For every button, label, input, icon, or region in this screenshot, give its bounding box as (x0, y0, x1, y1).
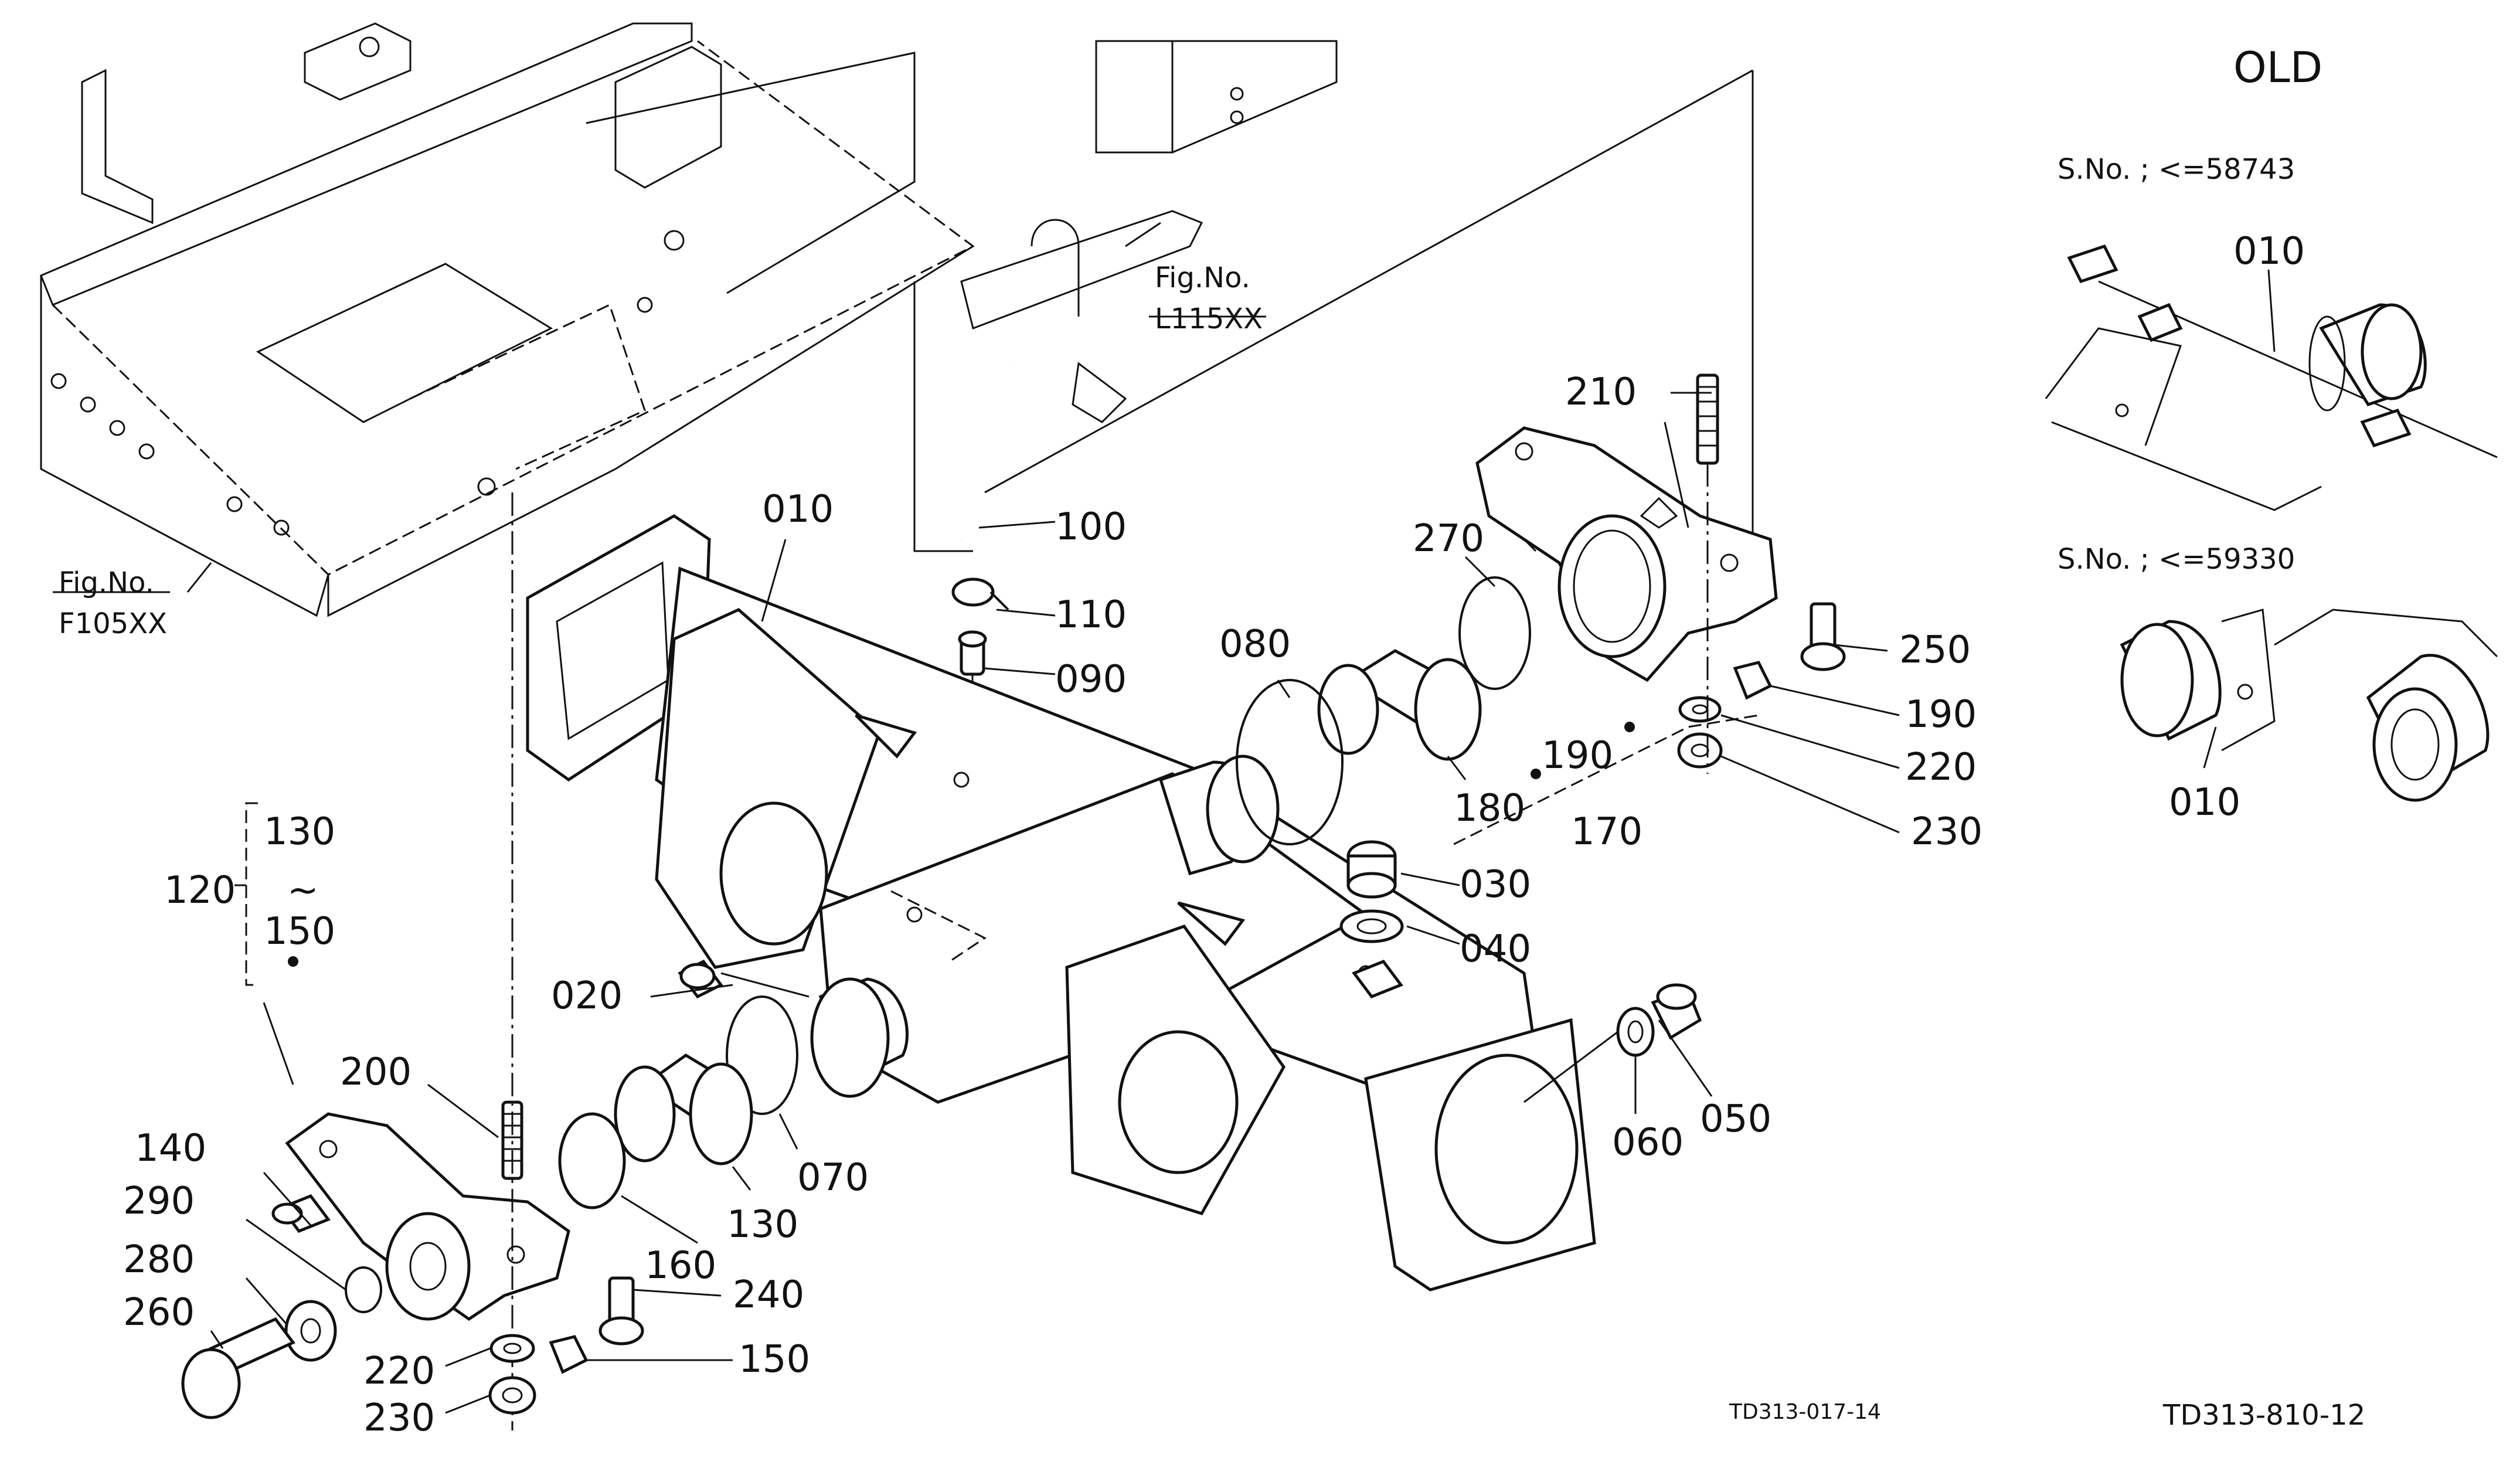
callout-200[interactable]: 200 (340, 1051, 412, 1094)
fig-ref-f105xx-line1: Fig.No. (59, 566, 154, 599)
axle-housing-010 (526, 514, 1596, 1292)
callout-tilde: ~ (287, 869, 319, 912)
front-bracket-170 (1475, 426, 1778, 682)
breather-bracket (960, 210, 1203, 423)
o-ring-080 (1236, 679, 1344, 845)
drawing-ref-main: TD313-810-12 (2162, 1399, 2365, 1432)
nut-280 (284, 1300, 337, 1362)
callout-210[interactable]: 210 (1565, 371, 1637, 414)
inset-top-callout-010[interactable]: 010 (2233, 230, 2305, 273)
inset-top-serial: S.No. ; <=58743 (2058, 153, 2295, 186)
bolt-260 (181, 1317, 295, 1419)
nut-230a (488, 1376, 536, 1415)
washer-060 (1616, 1007, 1655, 1057)
callout-230-right[interactable]: 230 (1911, 810, 1982, 854)
stud-210 (1696, 373, 1719, 465)
drawing-ref-small: TD313-017-14 (1729, 1400, 1881, 1424)
callout-140[interactable]: 140 (135, 1127, 206, 1170)
callout-280[interactable]: 280 (123, 1238, 195, 1282)
callout-250[interactable]: 250 (1899, 628, 1971, 672)
callout-020[interactable]: 020 (551, 974, 623, 1018)
callout-110[interactable]: 110 (1055, 593, 1127, 637)
inset-top: S.No. ; <=58743 010 (2045, 153, 2498, 511)
callout-010[interactable]: 010 (762, 488, 834, 531)
bushing-180 (1317, 649, 1482, 761)
callout-030[interactable]: 030 (1460, 863, 1531, 906)
washer-220b (1678, 696, 1722, 723)
callout-150-group[interactable]: 150 (264, 910, 335, 953)
fig-ref-f105xx-line2: F105XX (59, 607, 167, 640)
leader-lines (186, 222, 1900, 1414)
callout-180[interactable]: 180 (1454, 787, 1525, 830)
fig-ref-l115xx-line2: L115XX (1155, 303, 1263, 335)
inset-bottom-callout-010[interactable]: 010 (2169, 781, 2240, 824)
callout-150[interactable]: 150 (739, 1338, 810, 1381)
fitting-190 (1733, 661, 1773, 700)
callout-170[interactable]: 170 (1571, 810, 1642, 854)
callout-100[interactable]: 100 (1055, 505, 1127, 549)
o-ring-290 (345, 1266, 382, 1313)
fig-ref-f105xx[interactable]: Fig.No. F105XX (53, 566, 170, 640)
callout-130[interactable]: 130 (727, 1203, 798, 1246)
clamp-110 (951, 577, 1009, 611)
callout-270[interactable]: 270 (1413, 517, 1484, 560)
bushing-130 (614, 1054, 753, 1165)
callout-060[interactable]: 060 (1612, 1121, 1684, 1164)
callout-050[interactable]: 050 (1700, 1097, 1771, 1141)
fig-ref-l115xx[interactable]: Fig.No. L115XX (1149, 261, 1266, 335)
callout-230-left[interactable]: 230 (363, 1396, 435, 1440)
callout-220-left[interactable]: 220 (363, 1350, 435, 1393)
callout-120[interactable]: 120 (164, 869, 236, 912)
fig-ref-l115xx-line1: Fig.No. (1155, 261, 1250, 294)
plug-050 (1651, 983, 1702, 1040)
callout-080[interactable]: 080 (1219, 623, 1291, 666)
frame-assembly (40, 22, 1338, 617)
callout-090[interactable]: 090 (1055, 658, 1127, 701)
seal-160 (558, 1112, 626, 1209)
callout-070[interactable]: 070 (797, 1156, 869, 1199)
fitting-150 (549, 1335, 589, 1374)
fitting-090 (958, 630, 987, 676)
callout-160[interactable]: 160 (645, 1244, 716, 1287)
inset-bottom: S.No. ; <=59330 010 (2058, 543, 2498, 824)
o-ring-070 (726, 995, 798, 1115)
callout-260[interactable]: 260 (123, 1291, 195, 1334)
inset-bottom-serial: S.No. ; <=59330 (2058, 543, 2295, 576)
callout-240[interactable]: 240 (733, 1273, 804, 1317)
callout-labels: 010 020 030 040 050 060 070 080 090 100 … (123, 371, 1982, 1440)
old-title: OLD (2233, 43, 2322, 92)
nut-230b (1677, 732, 1723, 769)
callout-220-right[interactable]: 220 (1905, 746, 1977, 789)
plug-030 (1346, 840, 1397, 899)
hose-100 (957, 363, 1018, 541)
rear-bracket-120 (285, 1112, 570, 1321)
callout-040[interactable]: 040 (1460, 927, 1531, 971)
callout-130-group[interactable]: 130 (264, 810, 335, 854)
washer-220a (489, 1334, 535, 1363)
callout-190-right[interactable]: 190 (1905, 693, 1977, 736)
callout-190-left[interactable]: 190 (1542, 734, 1613, 777)
washer-040 (1339, 909, 1404, 943)
o-ring-270 (1458, 576, 1531, 690)
bolt-240 (598, 1276, 644, 1345)
callout-290[interactable]: 290 (123, 1180, 195, 1223)
bolt-250 (1800, 602, 1846, 671)
